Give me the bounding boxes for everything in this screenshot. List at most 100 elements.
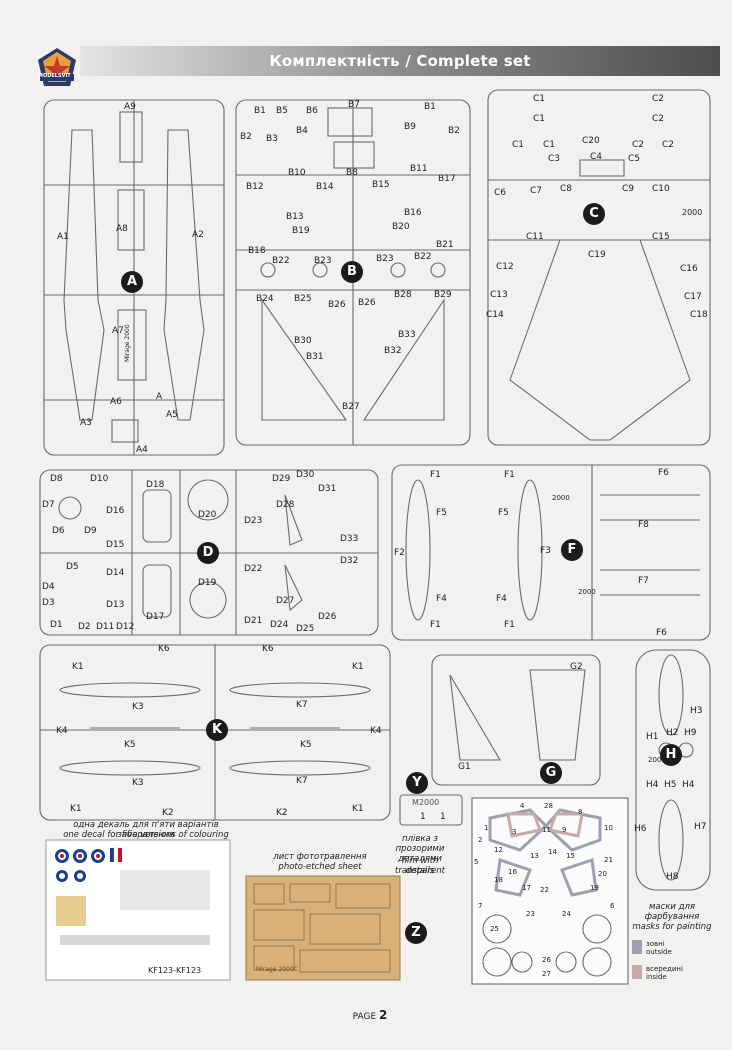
mask-number: 1 — [484, 824, 489, 832]
part-label: D10 — [90, 474, 109, 484]
part-label: H8 — [666, 872, 679, 882]
mask-number: 18 — [494, 876, 503, 884]
part-label: K7 — [296, 776, 308, 786]
part-label: H2 — [666, 728, 679, 738]
part-label: K4 — [56, 726, 68, 736]
part-label: A3 — [80, 418, 92, 428]
mask-number: 13 — [530, 852, 539, 860]
part-label: K1 — [352, 804, 364, 814]
part-label: B11 — [410, 164, 428, 174]
sprue-a-badge: A — [121, 271, 143, 293]
part-label: D33 — [340, 534, 359, 544]
sprue-mark: A — [156, 392, 163, 402]
part-label: C1 — [543, 140, 556, 150]
part-label: B27 — [342, 402, 360, 412]
part-label: D15 — [106, 540, 125, 550]
sprue-d-badge: D — [197, 542, 219, 564]
part-label: K3 — [132, 702, 144, 712]
part-label: C8 — [560, 184, 573, 194]
part-label: F1 — [504, 470, 515, 480]
part-label: B26 — [358, 298, 376, 308]
part-label: C2 — [652, 94, 665, 104]
decal-roundels — [55, 847, 210, 945]
mask-inside-shape — [506, 812, 543, 838]
mask-number: 4 — [520, 802, 525, 810]
part-label: B13 — [286, 212, 304, 222]
title-banner: Комплектність / Complete set — [80, 46, 720, 76]
part-label: C9 — [622, 184, 635, 194]
mask-number: 28 — [544, 802, 553, 810]
outside-label-en: outside — [646, 948, 672, 956]
part-label: C18 — [690, 310, 708, 320]
part-label: D28 — [276, 500, 295, 510]
part-label: D7 — [42, 500, 55, 510]
part-label: B6 — [306, 106, 318, 116]
film-caption-ua: плівка з прозорими деталями — [395, 834, 445, 864]
sprue-mark: 2000 — [648, 756, 666, 764]
part-label: D5 — [66, 562, 79, 572]
decal-caption-ua: одна декаль для п'яти варіантів забарвле… — [73, 820, 219, 840]
part-label: B19 — [292, 226, 310, 236]
part-label: B12 — [246, 182, 264, 192]
part-label: D24 — [270, 620, 289, 630]
part-label: K3 — [132, 778, 144, 788]
sprue-c-badge: C — [583, 203, 605, 225]
part-label: H4 — [682, 780, 695, 790]
mask-number: 9 — [562, 826, 567, 834]
sprue-c-frame — [487, 89, 711, 446]
part-label: C12 — [496, 262, 514, 272]
part-label: C4 — [590, 152, 603, 162]
mask-number: 15 — [566, 852, 575, 860]
part-label: C6 — [494, 188, 507, 198]
part-label: B2 — [240, 132, 252, 142]
part-label: H4 — [646, 780, 659, 790]
part-label: 1 — [420, 812, 426, 822]
part-label: K6 — [262, 644, 274, 654]
mask-number: 23 — [526, 910, 535, 918]
part-label: F8 — [638, 520, 649, 530]
outside-label-ua: зовні — [646, 940, 665, 948]
part-label: K7 — [296, 700, 308, 710]
part-label: B22 — [414, 252, 432, 262]
part-label: B17 — [438, 174, 456, 184]
part-label: B9 — [404, 122, 416, 132]
inside-label-en: inside — [646, 973, 667, 981]
part-label: A7 — [112, 326, 124, 336]
part-label: C14 — [486, 310, 504, 320]
part-label: C11 — [526, 232, 544, 242]
mask-number: 5 — [474, 858, 479, 866]
part-label: A1 — [57, 232, 69, 242]
part-label: C16 — [680, 264, 698, 274]
part-label: B2 — [448, 126, 460, 136]
mask-number: 21 — [604, 856, 613, 864]
masks-caption-ua-2: фарбування — [644, 912, 700, 922]
mask-number: 11 — [542, 826, 551, 834]
part-label: C1 — [533, 94, 546, 104]
part-label: B1 — [254, 106, 266, 116]
sprue-a-fuselage-left — [63, 129, 105, 421]
page-number: PAGE 2 — [340, 1008, 400, 1022]
part-label: F4 — [496, 594, 507, 604]
part-label: F1 — [504, 620, 515, 630]
part-label: C19 — [588, 250, 606, 260]
sprue-h-frame — [635, 649, 711, 891]
part-label: A2 — [192, 230, 204, 240]
part-label: B4 — [296, 126, 308, 136]
part-label: B31 — [306, 352, 324, 362]
mask-number: 7 — [478, 902, 483, 910]
page-label: PAGE — [352, 1012, 377, 1022]
part-label: D1 — [50, 620, 63, 630]
part-label: F5 — [498, 508, 509, 518]
part-label: C1 — [533, 114, 546, 124]
part-label: B15 — [372, 180, 390, 190]
mask-number: 14 — [548, 848, 557, 856]
part-label: C7 — [530, 186, 543, 196]
part-label: K4 — [370, 726, 382, 736]
mask-number: 22 — [540, 886, 549, 894]
mask-number: 17 — [522, 884, 531, 892]
part-label: K5 — [124, 740, 136, 750]
part-label: C2 — [662, 140, 675, 150]
sprue-mark: Mirage 2000 — [124, 324, 131, 362]
part-label: C1 — [512, 140, 525, 150]
part-label: D2 — [78, 622, 91, 632]
